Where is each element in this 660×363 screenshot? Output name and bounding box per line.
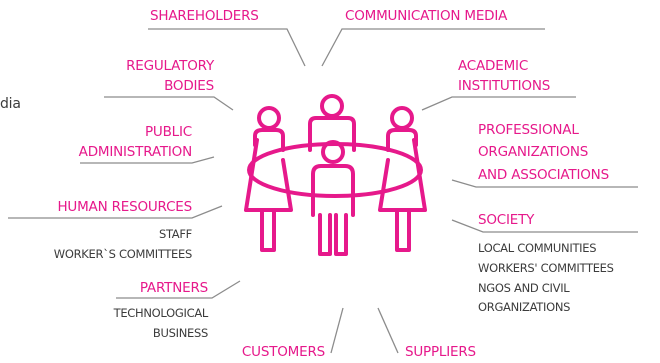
label-society: SOCIETY: [478, 212, 535, 228]
human-resources-item-staff: STAFF: [158, 227, 192, 241]
connector-customers: [330, 307, 344, 354]
connector-human-resources: [8, 205, 223, 219]
connector-professional-organizations: [451, 179, 638, 188]
human-resources-item-workers-committees: WORKER`S COMMITTEES: [53, 247, 193, 261]
connector-academic-institutions: [421, 96, 576, 111]
connector-shareholders: [148, 28, 306, 67]
label-public-administration-line1: PUBLIC: [144, 124, 192, 140]
people-around-table-icon: [244, 94, 427, 256]
label-partners: PARTNERS: [139, 280, 208, 296]
label-regulatory-bodies-line1: REGULATORY: [126, 58, 214, 74]
cut-off-text: dia: [0, 96, 21, 112]
label-shareholders: SHAREHOLDERS: [150, 8, 259, 24]
connector-communication-media: [321, 28, 545, 67]
label-academic-institutions-line1: ACADEMIC: [458, 58, 529, 74]
connector-suppliers: [377, 307, 399, 354]
label-public-administration-line2: ADMINISTRATION: [78, 144, 193, 160]
partners-item-business: BUSINESS: [152, 326, 208, 340]
label-professional-organizations-line1: PROFESSIONAL: [478, 122, 579, 138]
partners-item-technological: TECHNOLOGICAL: [113, 306, 209, 320]
label-human-resources: HUMAN RESOURCES: [57, 199, 192, 215]
label-professional-organizations-line3: AND ASSOCIATIONS: [478, 167, 609, 183]
connector-public-administration: [80, 156, 215, 164]
society-item-organizations: ORGANIZATIONS: [478, 300, 571, 314]
society-item-ngos: NGOS AND CIVIL: [478, 281, 570, 295]
label-professional-organizations-line2: ORGANIZATIONS: [478, 144, 589, 160]
connector-partners: [116, 280, 241, 299]
society-item-workers-committees: WORKERS' COMMITTEES: [478, 261, 614, 275]
label-customers: CUSTOMERS: [241, 344, 325, 360]
connector-society: [451, 219, 638, 233]
label-regulatory-bodies-line2: BODIES: [164, 78, 214, 94]
label-communication-media: COMMUNICATION MEDIA: [345, 8, 508, 24]
label-suppliers: SUPPLIERS: [405, 344, 476, 360]
society-item-local-communities: LOCAL COMMUNITIES: [478, 241, 597, 255]
connector-regulatory-bodies: [104, 96, 234, 111]
label-academic-institutions-line2: INSTITUTIONS: [458, 78, 551, 94]
